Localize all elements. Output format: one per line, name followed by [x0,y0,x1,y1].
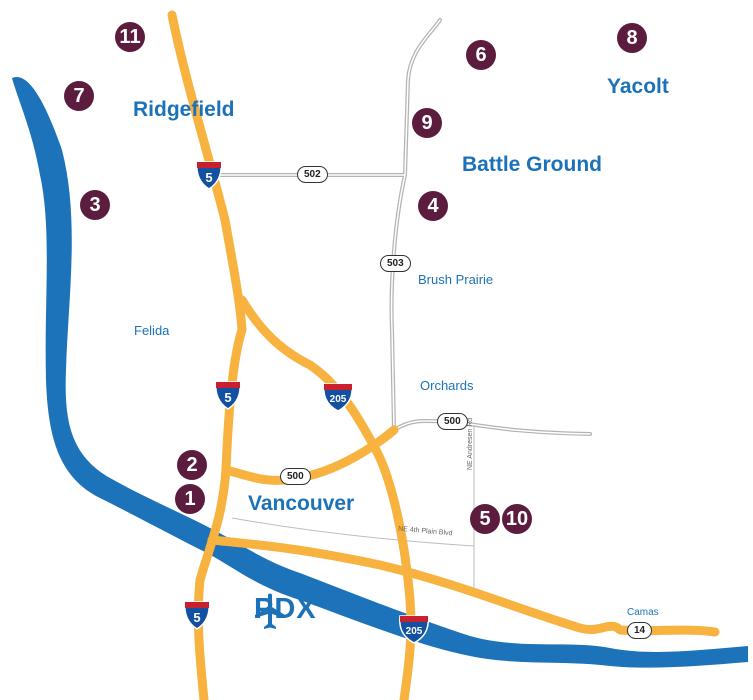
fourth-plain-road [231,517,475,547]
airport-label: PDX [254,593,317,629]
route-500-shield-east: 500 [437,413,468,430]
i5-number-central: 5 [224,390,232,405]
i205-number-north: 205 [329,394,347,405]
i5-number-south: 5 [193,610,201,625]
location-marker-8[interactable]: 8 [617,23,647,53]
sr503-road [389,18,442,432]
airplane-icon [255,593,285,629]
town-label-brush-prairie: Brush Prairie [418,272,494,287]
town-label-camas: Camas [627,607,659,618]
location-marker-10[interactable]: 10 [502,504,532,534]
location-marker-5[interactable]: 5 [470,504,500,534]
location-marker-4[interactable]: 4 [418,191,448,221]
interstate-5-shield-south: 5 [182,600,212,630]
interstate-205-shield-north: 205 [321,382,355,412]
town-label-felida: Felida [134,323,170,338]
airport-code: PDX [254,593,317,625]
city-label-ridgefield: Ridgefield [133,98,235,121]
town-label-orchards: Orchards [420,378,474,393]
city-label-vancouver: Vancouver [248,492,355,515]
i205-number-south: 205 [405,626,423,637]
city-label-battle-ground: Battle Ground [462,153,602,176]
interstate-205-shield-south: 205 [397,614,431,644]
columbia-river [12,76,748,668]
route-14-shield: 14 [627,622,653,639]
location-marker-9[interactable]: 9 [412,108,442,138]
street-label-andresen: NE Andresen Rd [467,417,474,470]
location-marker-1[interactable]: 1 [175,484,205,514]
city-label-yacolt: Yacolt [607,75,669,98]
location-marker-3[interactable]: 3 [80,190,110,220]
location-marker-6[interactable]: 6 [466,40,496,70]
interstate-5-shield-north: 5 [194,160,224,190]
route-500-shield-west: 500 [280,468,311,485]
i5-number-north: 5 [205,170,213,185]
location-marker-7[interactable]: 7 [64,81,94,111]
location-marker-11[interactable]: 11 [115,22,145,52]
route-503-shield: 503 [380,255,411,272]
interstate-5-shield-central: 5 [213,380,243,410]
location-marker-2[interactable]: 2 [177,450,207,480]
route-502-shield: 502 [297,166,328,183]
